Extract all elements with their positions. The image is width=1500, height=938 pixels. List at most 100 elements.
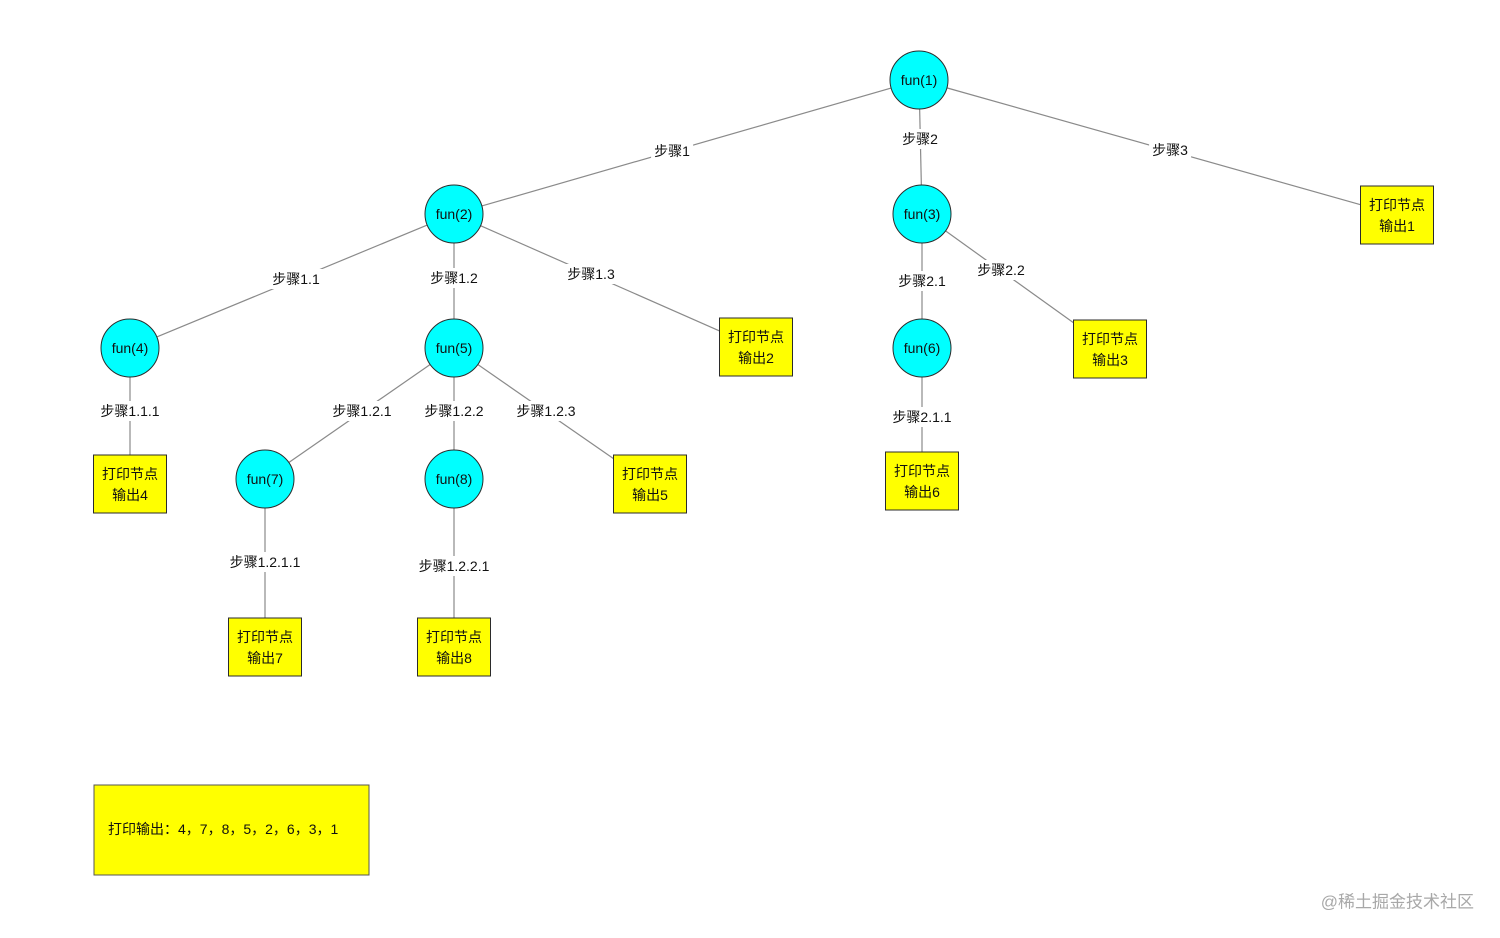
edge-label-background bbox=[513, 401, 579, 421]
call-node-fun3: fun(3) bbox=[892, 184, 952, 244]
print-node-box bbox=[228, 617, 302, 677]
call-node-label: fun(5) bbox=[436, 340, 473, 356]
edge-label-fun7-out7: 步骤1.2.1.1 bbox=[226, 552, 304, 572]
call-node-circle bbox=[424, 184, 484, 244]
print-node-box bbox=[93, 454, 167, 514]
print-node-title: 打印节点 bbox=[237, 629, 293, 645]
edge-label-text: 步骤2.1 bbox=[898, 273, 946, 289]
edge-label-fun6-out6: 步骤2.1.1 bbox=[889, 407, 955, 427]
edge-label-text: 步骤2 bbox=[902, 131, 938, 147]
print-node-output: 输出4 bbox=[112, 487, 148, 503]
call-node-circle bbox=[889, 50, 949, 110]
call-node-label: fun(1) bbox=[901, 72, 938, 88]
print-node-title: 打印节点 bbox=[894, 463, 950, 479]
print-node-title: 打印节点 bbox=[102, 466, 158, 482]
print-node-box bbox=[613, 454, 687, 514]
call-node-fun6: fun(6) bbox=[892, 318, 952, 378]
print-node-box bbox=[885, 451, 959, 511]
edge-label-background bbox=[1149, 140, 1192, 160]
print-node-output: 输出1 bbox=[1379, 218, 1415, 234]
print-node-box bbox=[1360, 185, 1434, 245]
call-node-fun2: fun(2) bbox=[424, 184, 484, 244]
summary-text: 打印输出：4，7，8，5，2，6，3，1 bbox=[108, 821, 339, 837]
edge-label-background bbox=[97, 401, 163, 421]
edge-label-background bbox=[427, 268, 481, 288]
edge-label-fun5-fun7: 步骤1.2.1 bbox=[329, 401, 395, 421]
print-node-title: 打印节点 bbox=[1082, 331, 1138, 347]
edge-labels-layer: 步骤1 步骤2 步骤3 步骤1.1 步骤1.2 步骤1.3 步骤1.1.1 步骤1.2.1 步骤… bbox=[97, 129, 1192, 576]
nodes-layer: fun(1) fun(2) fun(3) fun(4) fun(5) fun(6) fun(… bbox=[93, 50, 1434, 677]
edge-label-background bbox=[415, 556, 493, 576]
edge-label-text: 步骤1.2.2 bbox=[424, 403, 483, 419]
edge-label-text: 步骤1.1.1 bbox=[100, 403, 159, 419]
call-node-label: fun(6) bbox=[904, 340, 941, 356]
edge-label-text: 步骤3 bbox=[1152, 142, 1188, 158]
call-node-fun4: fun(4) bbox=[100, 318, 160, 378]
edge-label-text: 步骤1.2.3 bbox=[516, 403, 575, 419]
edge-label-background bbox=[889, 407, 955, 427]
call-node-circle bbox=[100, 318, 160, 378]
call-node-circle bbox=[892, 184, 952, 244]
edge-label-background bbox=[974, 260, 1028, 280]
edge-label-text: 步骤2.2 bbox=[977, 262, 1025, 278]
call-node-circle bbox=[235, 449, 295, 509]
edge-label-fun3-fun6: 步骤2.1 bbox=[895, 271, 949, 291]
edge-label-fun1-fun3: 步骤2 bbox=[899, 129, 942, 149]
call-node-label: fun(3) bbox=[904, 206, 941, 222]
call-node-fun5: fun(5) bbox=[424, 318, 484, 378]
print-node-output: 输出5 bbox=[632, 487, 668, 503]
edge-label-text: 步骤1 bbox=[654, 143, 690, 159]
print-node-title: 打印节点 bbox=[622, 466, 678, 482]
call-node-fun1: fun(1) bbox=[889, 50, 949, 110]
print-node-title: 打印节点 bbox=[1369, 197, 1425, 213]
print-node-output: 输出8 bbox=[436, 650, 472, 666]
call-node-label: fun(4) bbox=[112, 340, 149, 356]
call-node-label: fun(7) bbox=[247, 471, 284, 487]
edge-label-background bbox=[899, 129, 942, 149]
edge-label-text: 步骤1.3 bbox=[567, 266, 615, 282]
print-node-title: 打印节点 bbox=[728, 329, 784, 345]
edge-label-fun3-out3: 步骤2.2 bbox=[974, 260, 1028, 280]
edge-label-fun2-fun4: 步骤1.1 bbox=[269, 269, 323, 289]
edge-label-background bbox=[564, 264, 618, 284]
print-node-output: 输出3 bbox=[1092, 352, 1128, 368]
edge-label-fun4-out4: 步骤1.1.1 bbox=[97, 401, 163, 421]
call-node-circle bbox=[892, 318, 952, 378]
print-node-box bbox=[1073, 319, 1147, 379]
edge-label-text: 步骤1.2.2.1 bbox=[419, 558, 490, 574]
call-node-label: fun(8) bbox=[436, 471, 473, 487]
edge-label-background bbox=[269, 269, 323, 289]
edge-label-fun2-out2: 步骤1.3 bbox=[564, 264, 618, 284]
call-node-circle bbox=[424, 318, 484, 378]
edge-label-background bbox=[421, 401, 487, 421]
summary-box: 打印输出：4，7，8，5，2，6，3，1 bbox=[93, 784, 370, 876]
print-node-output: 输出2 bbox=[738, 350, 774, 366]
call-node-circle bbox=[424, 449, 484, 509]
call-node-fun8: fun(8) bbox=[424, 449, 484, 509]
edge-label-background bbox=[226, 552, 304, 572]
print-node-output: 输出7 bbox=[247, 650, 283, 666]
print-node-box bbox=[417, 617, 491, 677]
print-node-box bbox=[719, 317, 793, 377]
edge-label-text: 步骤2.1.1 bbox=[892, 409, 951, 425]
edge-label-fun1-out1: 步骤3 bbox=[1149, 140, 1192, 160]
edge-label-text: 步骤1.2.1 bbox=[332, 403, 391, 419]
watermark: @稀土掘金技术社区 bbox=[1321, 893, 1474, 912]
edge-label-background bbox=[329, 401, 395, 421]
edge-label-text: 步骤1.1 bbox=[272, 271, 320, 287]
call-node-fun7: fun(7) bbox=[235, 449, 295, 509]
print-node-output: 输出6 bbox=[904, 484, 940, 500]
edge-label-fun2-fun5: 步骤1.2 bbox=[427, 268, 481, 288]
edge-label-fun5-out5: 步骤1.2.3 bbox=[513, 401, 579, 421]
edge-label-fun5-fun8: 步骤1.2.2 bbox=[421, 401, 487, 421]
print-node-title: 打印节点 bbox=[426, 629, 482, 645]
call-node-label: fun(2) bbox=[436, 206, 473, 222]
edge-label-text: 步骤1.2 bbox=[430, 270, 478, 286]
edge-label-background bbox=[651, 141, 694, 161]
